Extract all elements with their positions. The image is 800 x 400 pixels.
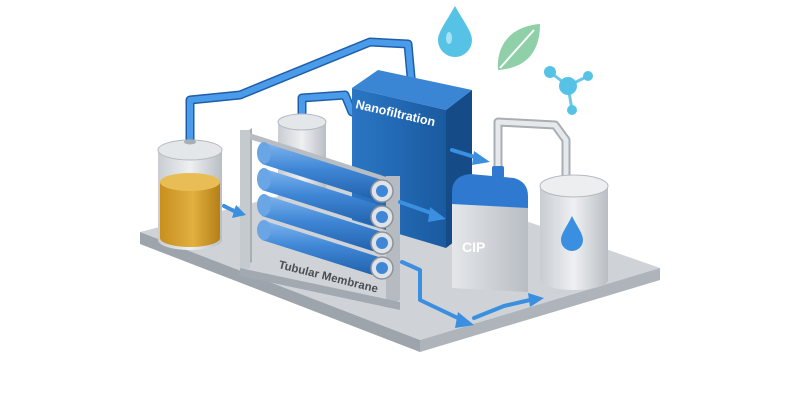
membrane-tubes	[257, 142, 382, 278]
tubular-membrane-unit: Tubular Membrane	[240, 128, 400, 310]
pipe-network	[185, 37, 571, 190]
molecule-icon	[544, 66, 593, 115]
feed-tank	[157, 139, 223, 250]
arrow-feed-to-membrane	[222, 204, 246, 218]
water-drop-icon	[438, 6, 472, 57]
clean-water-tank	[539, 174, 609, 290]
arrow-nf-to-cip	[450, 148, 490, 165]
arrow-cip-return	[472, 293, 544, 320]
sustainability-icons	[438, 6, 593, 115]
water-drop-icon	[561, 216, 583, 251]
flow-arrows	[222, 148, 544, 328]
arrow-outlet	[400, 260, 474, 328]
cip-unit: CIP	[452, 166, 528, 292]
arrow-membrane-to-nf	[398, 200, 446, 222]
cip-label: CIP	[462, 239, 485, 255]
tube-end-caps	[370, 179, 394, 280]
